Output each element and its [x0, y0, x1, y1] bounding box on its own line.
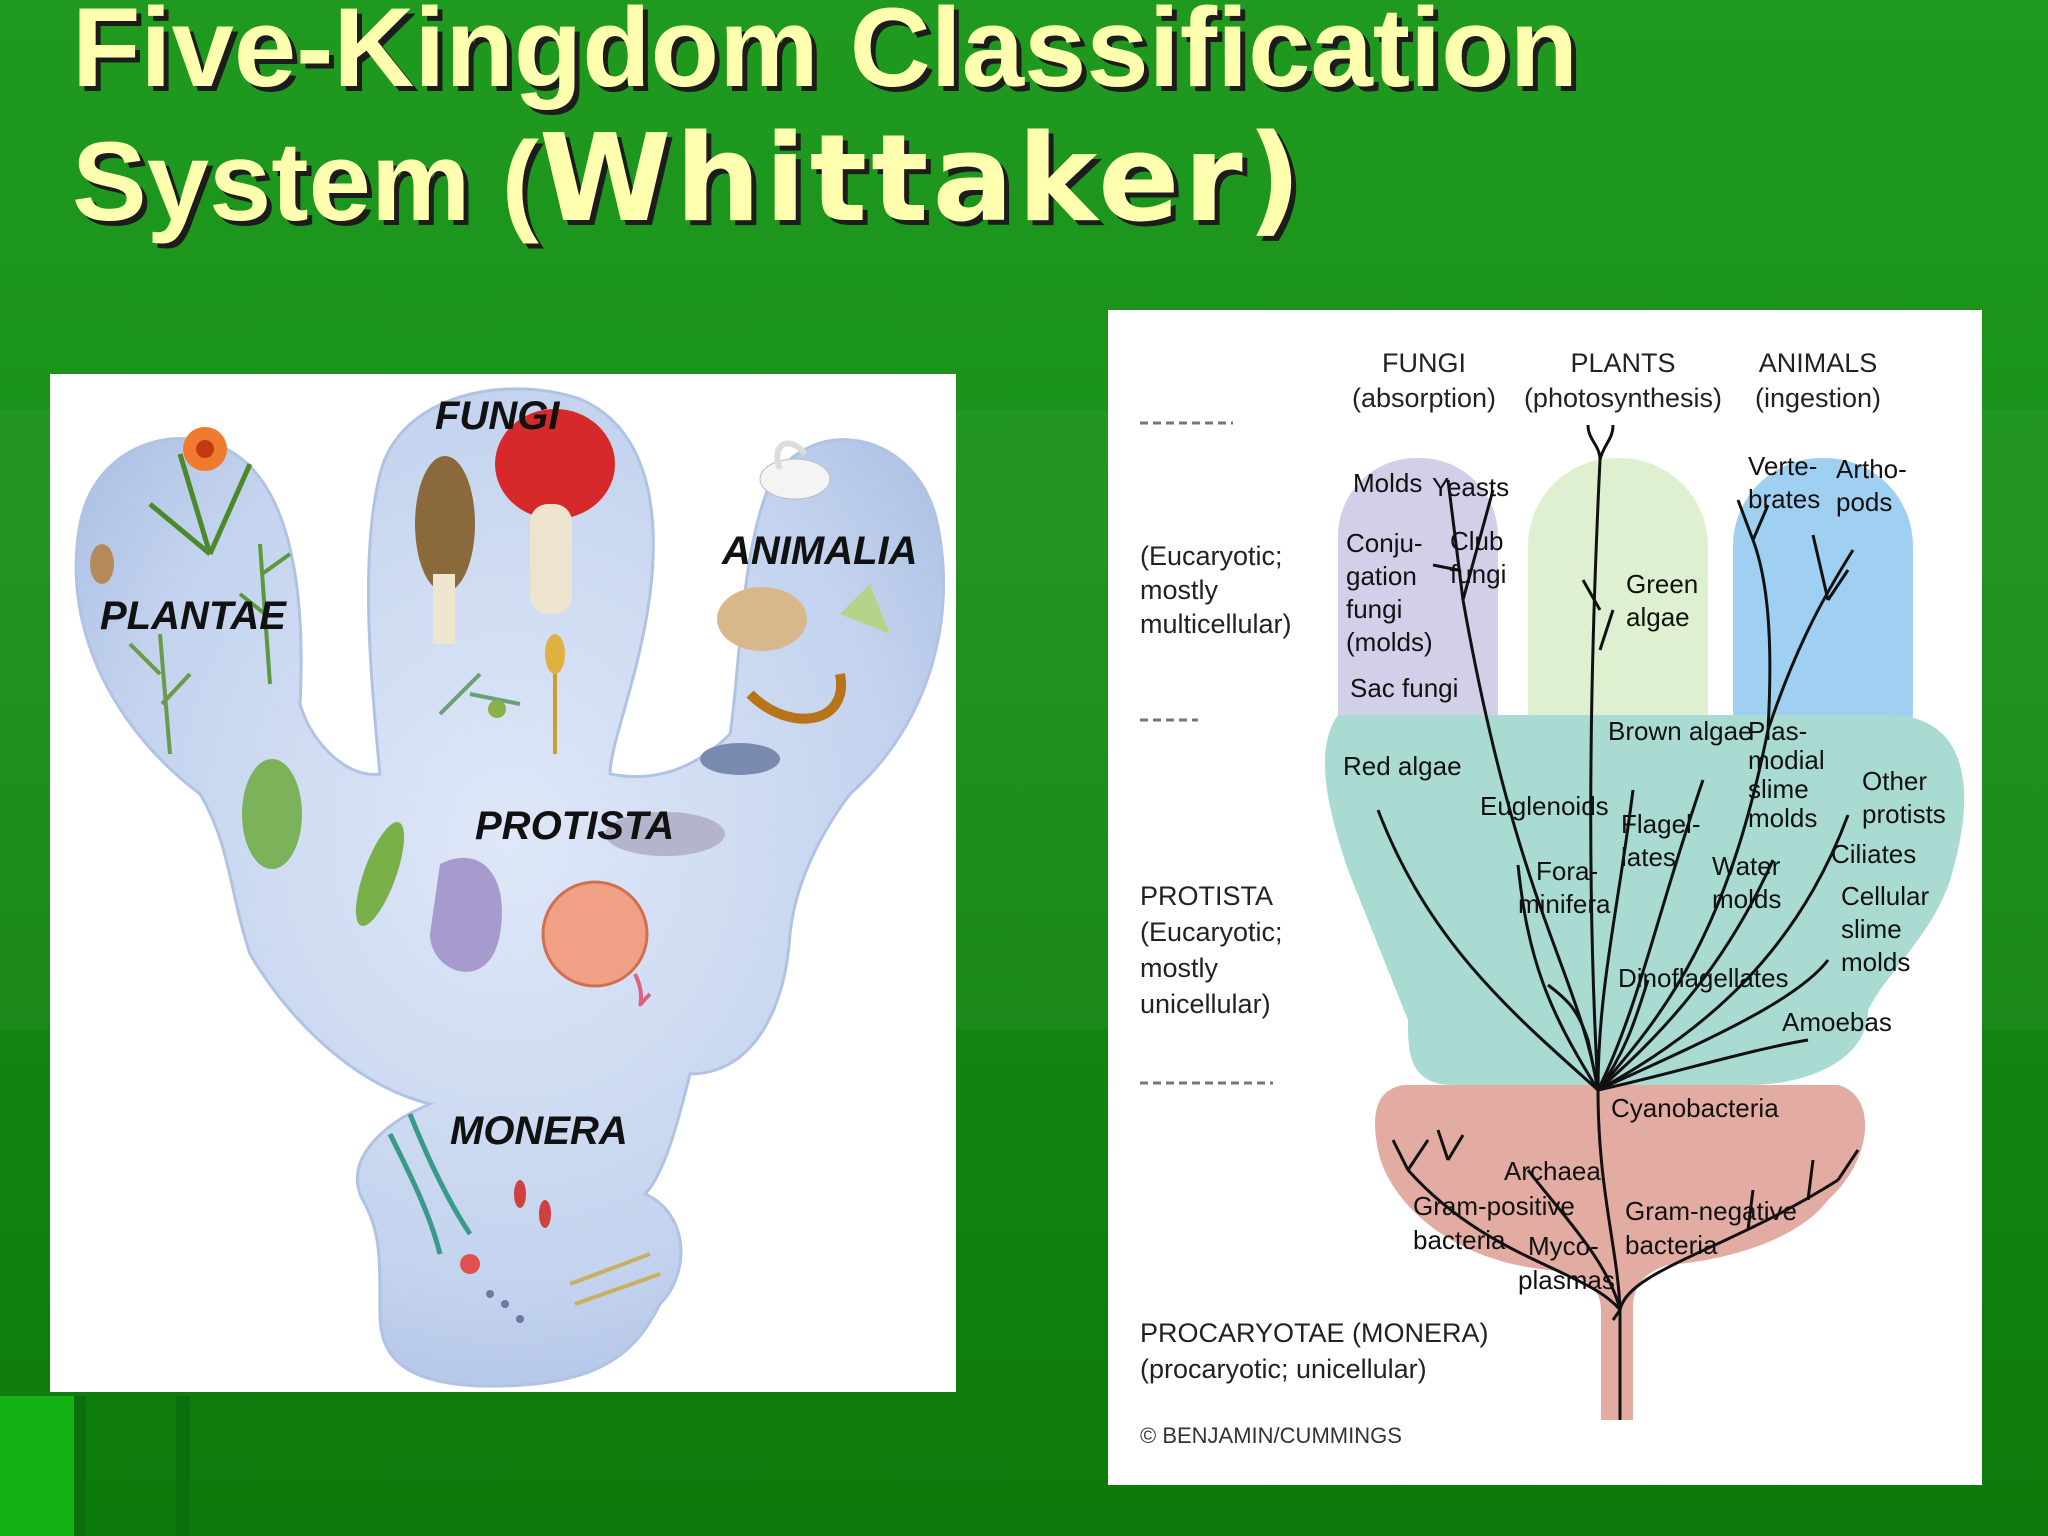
label-conjugation-fungi: Conju- gation fungi (molds): [1346, 528, 1433, 657]
tree-branches: [1376, 424, 1860, 1420]
protista-region: [1324, 715, 1965, 1085]
label-protista-eucaryotic: PROTISTA (Eucaryotic; mostly unicellular…: [1140, 881, 1290, 1019]
header-fungi-mode: (absorption): [1352, 383, 1496, 413]
title-line-2-prefix: System (: [72, 119, 539, 244]
label-euglenoids: Euglenoids: [1480, 791, 1609, 821]
label-arthropods: Artho- pods: [1836, 454, 1914, 517]
label-molds: Molds: [1353, 468, 1422, 498]
label-club-fungi: Club fungi: [1450, 526, 1511, 589]
label-archaea: Archaea: [1504, 1156, 1601, 1186]
label-cyanobacteria: Cyanobacteria: [1611, 1093, 1779, 1123]
title-line-2-emphasis: Whittaker): [538, 110, 1306, 249]
protist-illustrations: [355, 812, 725, 1007]
title-line-1: Five-Kingdom Classification: [72, 0, 1578, 110]
label-monera: MONERA: [450, 1109, 628, 1153]
slide-title: Five-Kingdom Classification System (Whit…: [72, 0, 1672, 248]
label-procaryotae: PROCARYOTAE (MONERA) (procaryotic; unice…: [1140, 1318, 1496, 1384]
credit-line: © BENJAMIN/CUMMINGS: [1140, 1423, 1402, 1448]
label-protista: PROTISTA: [475, 804, 674, 848]
label-eucaryotic-multicellular: (Eucaryotic; mostly multicellular): [1140, 541, 1292, 639]
phylogenetic-tree-figure: FUNGI (absorption) PLANTS (photosynthesi…: [1108, 310, 1982, 1485]
label-brown-algae: Brown algae: [1608, 716, 1753, 746]
side-labels: (Eucaryotic; mostly multicellular) PROTI…: [1140, 541, 1496, 1384]
label-flagellates: Flagel- lates: [1621, 809, 1708, 872]
monera-region: [1375, 1085, 1866, 1420]
label-vertebrates: Verte- brates: [1748, 451, 1825, 514]
background-stripe: [176, 1396, 190, 1536]
label-green-algae: Green algae: [1626, 569, 1706, 632]
fungi-illustrations: [415, 409, 615, 754]
background-stripe: [0, 1396, 74, 1536]
label-gram-negative-bacteria: Gram-negative bacteria: [1625, 1196, 1804, 1260]
label-ciliates: Ciliates: [1831, 839, 1916, 869]
header-fungi: FUNGI: [1382, 348, 1466, 378]
background-stripe: [74, 1396, 86, 1536]
label-amoebas: Amoebas: [1782, 1007, 1892, 1037]
label-animalia: ANIMALIA: [721, 529, 918, 573]
label-sac-fungi: Sac fungi: [1350, 673, 1458, 703]
header-plants-mode: (photosynthesis): [1524, 383, 1722, 413]
plants-lobe: [1528, 458, 1708, 798]
animals-lobe: [1733, 458, 1913, 798]
label-fungi: FUNGI: [435, 394, 560, 438]
label-mycoplasmas: Myco- plasmas: [1518, 1231, 1615, 1295]
animal-illustrations: [700, 440, 890, 775]
monera-illustrations: [387, 1113, 661, 1323]
header-animals-mode: (ingestion): [1755, 383, 1881, 413]
phylogenetic-tree-svg: FUNGI (absorption) PLANTS (photosynthesi…: [1140, 348, 1965, 1448]
kingdom-blob-shape: [74, 387, 946, 1388]
label-red-algae: Red algae: [1343, 751, 1462, 781]
label-yeasts: Yeasts: [1432, 472, 1509, 502]
label-gram-positive-bacteria: Gram-positive bacteria: [1413, 1191, 1582, 1255]
five-kingdom-blob-figure: PLANTAE FUNGI ANIMALIA PROTISTA MONERA: [50, 374, 956, 1392]
label-plasmodial-slime-molds: Plas- modial slime molds: [1748, 716, 1832, 833]
label-other-protists: Other protists: [1862, 766, 1946, 829]
label-cellular-slime-molds: Cellular slime molds: [1841, 881, 1936, 977]
fungi-lobe: [1338, 458, 1498, 798]
label-water-molds: Water molds: [1712, 851, 1788, 914]
kingdom-headers: FUNGI (absorption) PLANTS (photosynthesi…: [1352, 348, 1881, 413]
label-dinoflagellates: Dinoflagellates: [1618, 963, 1789, 993]
header-animals: ANIMALS: [1759, 348, 1878, 378]
label-foraminifera: Fora- minifera: [1518, 856, 1611, 919]
plant-illustrations: [90, 427, 302, 869]
header-plants: PLANTS: [1570, 348, 1675, 378]
group-labels: Molds Yeasts Conju- gation fungi (molds)…: [1343, 451, 1946, 1295]
kingdom-blob-svg: PLANTAE FUNGI ANIMALIA PROTISTA MONERA: [74, 387, 946, 1388]
label-plantae: PLANTAE: [100, 594, 287, 638]
